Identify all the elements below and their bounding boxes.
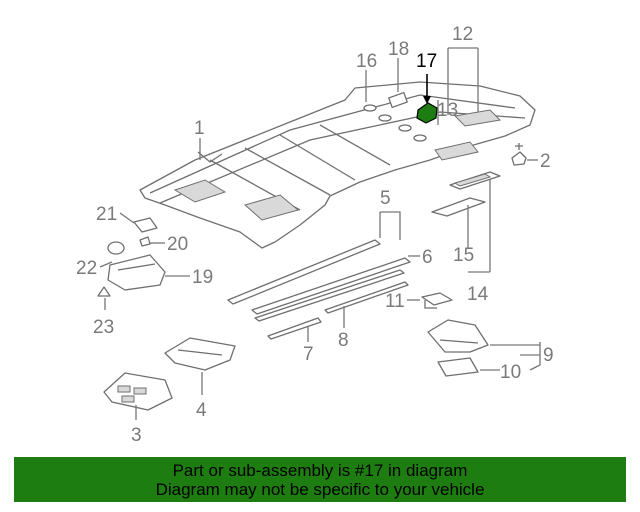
holder-part-22[interactable] (107, 241, 125, 255)
callout-11: 11 (385, 291, 405, 312)
callout-6: 6 (422, 247, 433, 268)
plate-part-10[interactable] (437, 357, 479, 377)
callout-14: 14 (467, 284, 489, 305)
callout-5: 5 (380, 188, 391, 209)
bracket-part-21[interactable] (133, 217, 158, 233)
callout-20: 20 (167, 234, 188, 255)
callout-17: 17 (416, 51, 437, 72)
part-info-banner: Part or sub-assembly is #17 in diagram D… (14, 457, 626, 502)
callout-16: 16 (356, 51, 377, 72)
clip-part-2[interactable] (511, 143, 527, 166)
molding-part-6[interactable] (251, 257, 411, 322)
callout-13: 13 (437, 100, 458, 121)
callout-7: 7 (303, 344, 314, 365)
callout-numbers: 1 2 3 4 5 6 7 8 9 10 11 12 13 14 15 16 1… (76, 24, 554, 446)
console-part-9[interactable] (427, 319, 489, 353)
lamp-part-4[interactable] (164, 337, 236, 371)
callout-4: 4 (196, 400, 207, 421)
banner-line-2: Diagram may not be specific to your vehi… (155, 480, 485, 499)
callout-10: 10 (500, 362, 521, 383)
cap-part-23[interactable] (97, 286, 111, 297)
callout-1: 1 (194, 118, 205, 139)
callout-2: 2 (540, 151, 551, 172)
callout-21: 21 (96, 204, 117, 225)
callout-18: 18 (388, 39, 409, 60)
callout-23: 23 (93, 317, 114, 338)
screw-part-20[interactable] (139, 236, 151, 247)
headliner-parts-diagram: 1 2 3 4 5 6 7 8 9 10 11 12 13 14 15 16 1… (76, 24, 554, 446)
part-17-highlighted[interactable] (416, 74, 438, 124)
console-part-3[interactable] (103, 372, 173, 411)
callout-8: 8 (338, 330, 349, 351)
banner-line-1: Part or sub-assembly is #17 in diagram (172, 461, 468, 480)
visor-part-19[interactable] (107, 254, 166, 291)
strip-part-14[interactable] (449, 171, 501, 190)
molding-part-7[interactable] (267, 317, 322, 340)
callout-19: 19 (192, 267, 213, 288)
callout-9: 9 (543, 345, 554, 366)
strip-part-15[interactable] (431, 197, 486, 217)
molding-part-8[interactable] (324, 281, 409, 314)
bracket-part-11[interactable] (421, 292, 453, 309)
leader-lines (99, 47, 541, 420)
headliner-part[interactable] (139, 81, 536, 249)
callout-22: 22 (76, 258, 97, 279)
callout-15: 15 (453, 245, 474, 266)
callout-3: 3 (131, 425, 142, 446)
callout-12: 12 (452, 24, 473, 45)
molding-part-5[interactable] (227, 239, 381, 305)
